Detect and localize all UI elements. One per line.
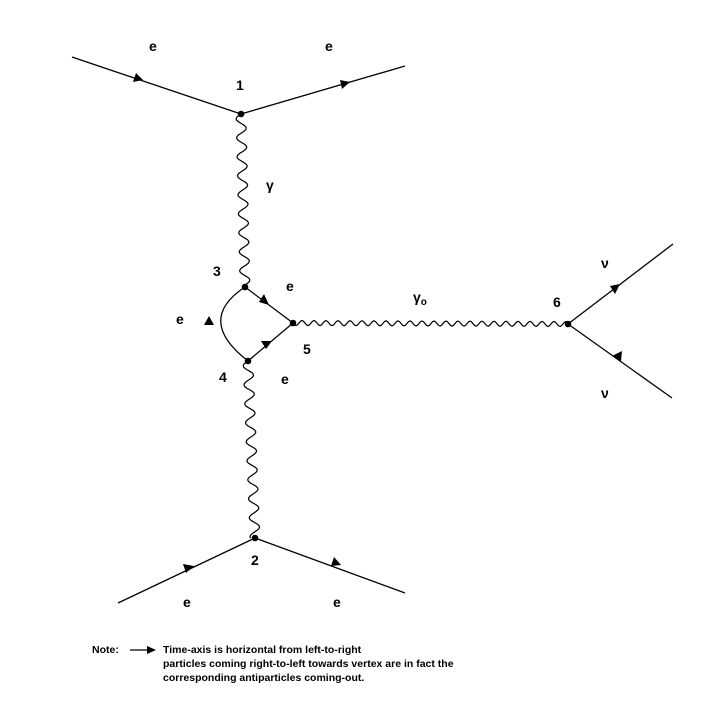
label-electron-out-bottom: e [333, 594, 341, 610]
label-electron-out-top: e [325, 38, 333, 54]
arrow-loop-3-5 [259, 294, 269, 305]
vertex-5 [289, 319, 297, 327]
vertex-4 [244, 357, 252, 365]
note-arrow-head [147, 646, 156, 654]
neutrino-in-line [567, 323, 673, 399]
electron-out-bottom-line [254, 537, 406, 594]
arrow-neutrino-out [610, 284, 620, 294]
arrow-loop-4-5 [261, 341, 272, 349]
label-vertex-1: 1 [236, 77, 244, 93]
arrow-loop-left [204, 316, 214, 325]
electron-in-top-line [71, 56, 242, 115]
note-line-3: corresponding antiparticles coming-out. [163, 672, 364, 684]
vertex-3 [241, 283, 249, 291]
loop-line-left [220, 286, 249, 362]
label-neutrino-bottom: ν [601, 385, 609, 401]
arrow-electron-out-top [340, 80, 350, 89]
label-vertex-4: 4 [219, 369, 227, 385]
arrow-electron-in-top [133, 73, 143, 82]
vertex-2 [251, 534, 259, 542]
neutrino-out-line [567, 243, 674, 325]
photon-line-4-2 [242, 360, 261, 539]
note-prefix: Note: [92, 644, 119, 656]
label-vertex-3: 3 [213, 263, 221, 279]
label-vertex-2: 2 [251, 552, 259, 568]
label-photon-top: γ [266, 177, 274, 193]
note-line-1: Time-axis is horizontal from left-to-rig… [163, 644, 362, 656]
label-electron-loop-right-bottom: e [281, 371, 289, 387]
label-photon-mid: γo [413, 289, 427, 308]
vertex-1 [237, 110, 245, 118]
label-electron-in-top: e [149, 38, 157, 54]
photon-line-1-3 [235, 113, 251, 288]
label-photon-mid-symbol: γ [413, 289, 421, 305]
label-vertex-6: 6 [553, 294, 561, 310]
label-electron-loop-right-top: e [286, 278, 294, 294]
vertex-6 [564, 320, 572, 328]
arrow-electron-out-bottom [331, 557, 341, 566]
label-neutrino-top: ν [601, 255, 609, 271]
electron-out-top-line [240, 65, 406, 115]
arrow-neutrino-in [612, 351, 622, 361]
photon-line-5-6 [292, 319, 569, 328]
label-vertex-5: 5 [303, 341, 311, 357]
note-line-2: particles coming right-to-left towards v… [163, 658, 454, 670]
arrow-electron-in-bottom [183, 564, 194, 573]
label-photon-mid-subscript: o [421, 297, 427, 308]
label-electron-loop-left: e [176, 311, 184, 327]
label-electron-in-bottom: e [183, 594, 191, 610]
